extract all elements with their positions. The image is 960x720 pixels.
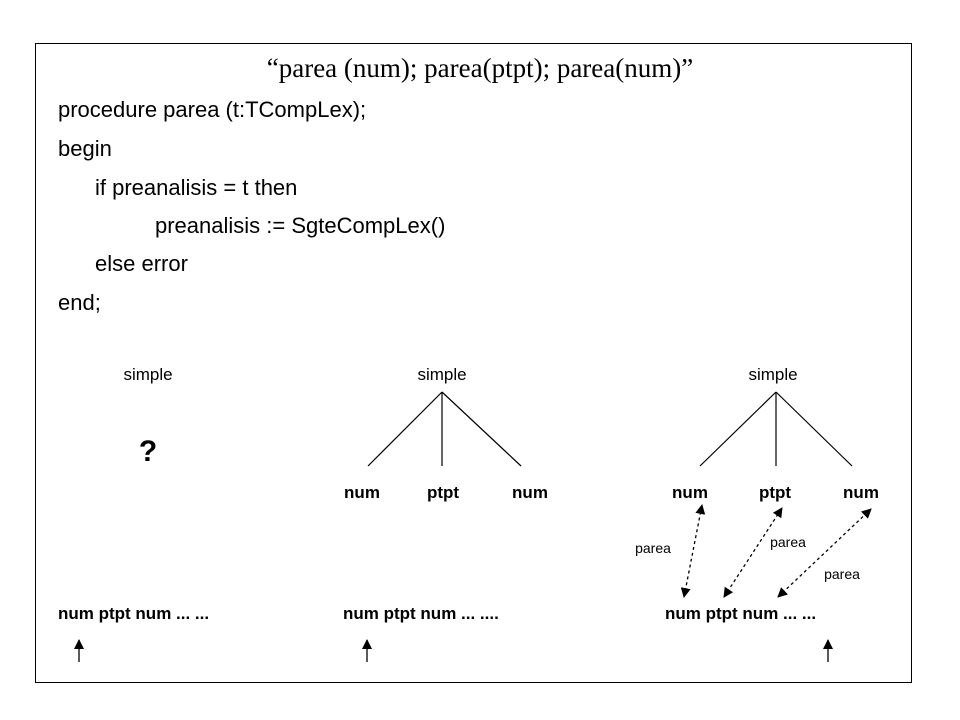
- panel1-root-label: simple: [123, 365, 172, 384]
- code-line-if: if preanalisis = t then: [95, 175, 298, 200]
- panel3-edge-right: [775, 391, 853, 467]
- panel3-match-arrow-1: [680, 504, 706, 598]
- panel1-input-string: num ptpt num ... ...: [58, 604, 209, 623]
- panel1-question-mark: ?: [139, 435, 157, 468]
- panel3-match-arrow-3: [777, 508, 872, 598]
- code-line-assign: preanalisis := SgteCompLex(): [155, 213, 446, 238]
- panel2-root-label: simple: [417, 365, 466, 384]
- panel3-match-label-1: parea: [635, 540, 671, 556]
- panel3-match-arrow-2: [723, 507, 783, 598]
- panel3-match-label-2: parea: [770, 534, 806, 550]
- panel3-input-string: num ptpt num ... ...: [665, 604, 816, 623]
- panel3-leaf-num-1: num: [672, 483, 708, 502]
- panel2-leaf-ptpt: ptpt: [427, 483, 459, 502]
- panel2-edge-right: [441, 391, 522, 467]
- panel2-leaf-num-2: num: [512, 483, 548, 502]
- panel2-edge-left: [367, 391, 443, 467]
- panel2-input-string: num ptpt num ... ....: [343, 604, 499, 623]
- panel3-leaf-num-2: num: [843, 483, 879, 502]
- slide-title: “parea (num); parea(ptpt); parea(num)”: [266, 53, 694, 83]
- panel3-leaf-ptpt: ptpt: [759, 483, 791, 502]
- code-line-procedure: procedure parea (t:TCompLex);: [58, 97, 367, 122]
- panel3-edge-left: [699, 391, 777, 467]
- panel3-root-label: simple: [748, 365, 797, 384]
- panel2-leaf-num-1: num: [344, 483, 380, 502]
- code-line-else: else error: [95, 251, 188, 276]
- code-line-end: end;: [58, 290, 101, 315]
- code-line-begin: begin: [58, 136, 112, 161]
- panel3-match-label-3: parea: [824, 566, 860, 582]
